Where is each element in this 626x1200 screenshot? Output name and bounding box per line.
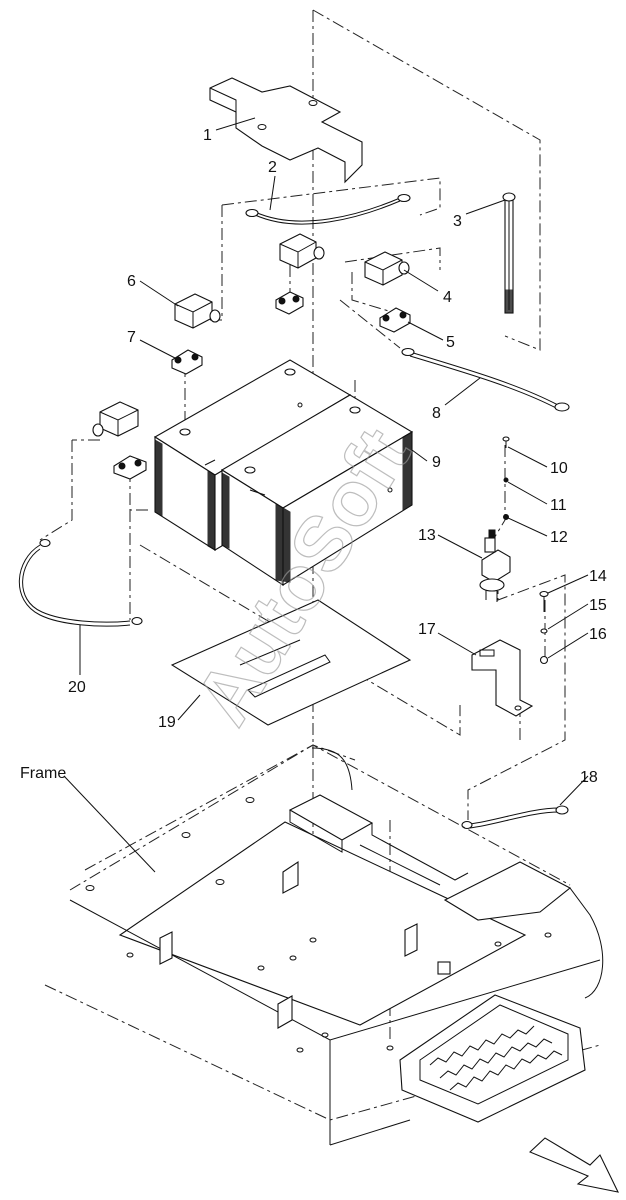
batteries [153,359,414,587]
callout-9: 9 [432,454,441,471]
callout-4: 4 [443,289,452,306]
bolt-and-washers [539,590,549,665]
terminal-cover-center [275,233,325,315]
frame [44,744,604,1146]
terminal-cover-lower-left [92,401,147,480]
callout-8: 8 [432,405,441,422]
frame-label: Frame [20,765,66,782]
leader-lines [63,117,589,873]
callout-18: 18 [580,769,598,786]
callouts: 1 2 3 4 5 6 7 8 9 10 11 12 13 14 15 16 1… [20,127,607,786]
terminal-cover-right [364,251,410,286]
callout-11: 11 [550,497,567,514]
hold-down-bracket [209,77,363,184]
callout-16: 16 [589,626,607,643]
ground-strap [461,805,569,830]
step [399,994,586,1123]
callout-6: 6 [127,273,136,290]
callout-15: 15 [589,597,607,614]
terminal-clamp-left [171,349,203,375]
callout-19: 19 [158,714,176,731]
ground-cable [18,538,143,627]
callout-1: 1 [203,127,212,144]
battery-cable-short [245,193,411,225]
disconnect-switch [479,529,511,602]
terminal-cover-left [174,293,221,329]
callout-14: 14 [589,568,607,585]
callout-5: 5 [446,334,455,351]
screw-and-washers [502,436,510,520]
callout-7: 7 [127,329,136,346]
terminal-clamp-right [379,307,411,333]
callout-20: 20 [68,679,86,696]
callout-13: 13 [418,527,436,544]
callout-2: 2 [268,159,277,176]
hold-down-rod [502,192,516,314]
switch-bracket [471,639,534,717]
battery-cable-long [401,347,570,412]
direction-arrow [528,1137,619,1193]
callout-3: 3 [453,213,462,230]
callout-17: 17 [418,621,436,638]
callout-12: 12 [550,529,568,546]
battery-mat [170,599,412,726]
callout-10: 10 [550,460,568,477]
assembly-guide-lines [39,9,566,1040]
